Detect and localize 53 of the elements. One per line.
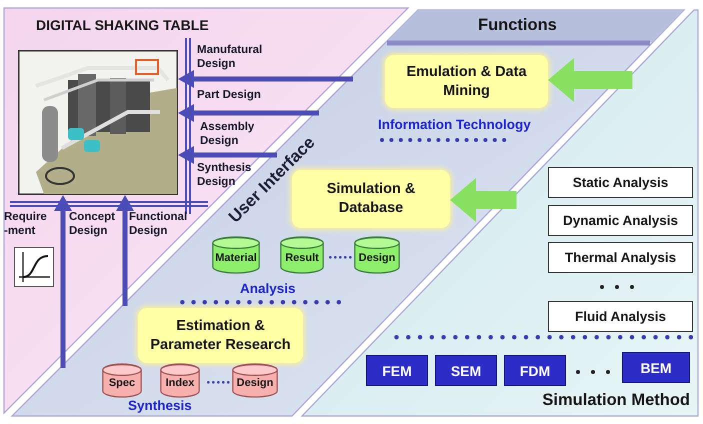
panel-heading: DIGITAL SHAKING TABLE bbox=[36, 17, 209, 33]
cylinder-label: Design bbox=[236, 378, 274, 389]
text-label: Require -ment bbox=[4, 211, 48, 239]
text-label: Functional Design bbox=[129, 211, 188, 239]
process-box bbox=[385, 55, 548, 108]
machine-drawing bbox=[18, 50, 178, 195]
box-label: FDM bbox=[520, 362, 550, 378]
box-label: Estimation & Parameter Research bbox=[149, 316, 292, 354]
database-cylinder bbox=[102, 364, 142, 397]
box-label: SEM bbox=[450, 362, 482, 378]
method-box bbox=[366, 355, 428, 386]
database-cylinder bbox=[160, 364, 200, 397]
cylinder-label: Index bbox=[166, 378, 194, 389]
section-label: Synthesis bbox=[128, 398, 192, 413]
database-cylinder bbox=[280, 237, 324, 273]
panel-heading: Functions bbox=[478, 16, 557, 35]
cylinder-label: Result bbox=[285, 252, 319, 264]
panel-heading: Simulation Method bbox=[542, 391, 690, 410]
text-label: Synthesis Design bbox=[197, 162, 252, 190]
box-label: Simulation & Database bbox=[326, 180, 416, 218]
box-label: BEM bbox=[640, 360, 672, 376]
text-label: Assembly Design bbox=[200, 121, 256, 149]
database-cylinder bbox=[232, 364, 278, 397]
box-label: Dynamic Analysis bbox=[562, 213, 678, 228]
box-label: Static Analysis bbox=[572, 175, 668, 190]
analysis-box bbox=[548, 205, 693, 236]
text-label: Manufatural Design bbox=[197, 44, 264, 72]
database-cylinder bbox=[212, 237, 260, 273]
analysis-box bbox=[548, 301, 693, 332]
text-label: Concept Design bbox=[69, 211, 116, 239]
arrow bbox=[178, 104, 319, 122]
box-label: Emulation & Data Mining bbox=[405, 62, 528, 100]
method-box bbox=[435, 355, 497, 386]
arrow bbox=[116, 195, 134, 306]
arrow bbox=[178, 70, 353, 88]
method-box bbox=[622, 352, 690, 383]
box-label: Fluid Analysis bbox=[574, 309, 666, 324]
section-label: Information Technology bbox=[378, 117, 531, 132]
text-label: Part Design bbox=[197, 89, 261, 103]
arrow bbox=[54, 195, 72, 368]
cylinder-label: Material bbox=[215, 252, 257, 264]
cylinder-label: Design bbox=[358, 252, 396, 264]
database-cylinder bbox=[354, 237, 400, 273]
section-label: Analysis bbox=[240, 281, 296, 296]
method-box bbox=[504, 355, 566, 386]
cylinder-label: Spec bbox=[108, 378, 136, 389]
box-label: FEM bbox=[382, 362, 412, 378]
analysis-box bbox=[548, 242, 693, 273]
box-label: Thermal Analysis bbox=[564, 250, 676, 265]
process-box bbox=[138, 308, 303, 363]
arrow bbox=[450, 178, 517, 222]
analysis-box bbox=[548, 167, 693, 198]
arrow bbox=[178, 146, 277, 164]
